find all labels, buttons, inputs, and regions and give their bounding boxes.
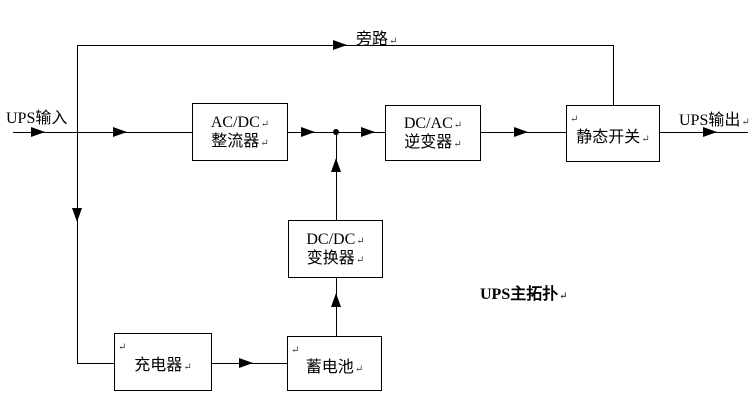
rectifier-label-line2: 整流器: [211, 133, 260, 150]
inverter-label-line2: 逆变器: [404, 134, 453, 151]
return-mark-icon: ↵: [389, 36, 398, 47]
static-switch-label: 静态开关: [576, 128, 641, 146]
rectifier-block: AC/DC↵ 整流器↵: [192, 103, 288, 161]
arrowhead-right-icon: [333, 40, 347, 50]
return-mark-icon: ↵: [741, 117, 750, 128]
arrowhead-up-icon: [331, 293, 341, 307]
arrowhead-right-icon: [301, 127, 315, 137]
input-line: [13, 132, 192, 133]
bypass-text: 旁路: [356, 31, 389, 48]
battery-label: 蓄电池: [305, 358, 354, 376]
diagram-title: UPS主拓扑↵: [480, 280, 568, 304]
arrowhead-right-icon: [31, 127, 45, 137]
inverter-label-line1: DC/AC: [403, 115, 453, 132]
input-branch-vertical-line: [77, 45, 78, 363]
arrowhead-right-icon: [361, 127, 375, 137]
dcdc-to-junction-line: [336, 132, 337, 220]
branch-to-charger-line: [77, 363, 115, 364]
arrowhead-right-icon: [514, 127, 528, 137]
return-mark-icon: ↵: [260, 138, 269, 149]
return-mark-icon: ↵: [291, 345, 300, 356]
return-mark-icon: ↵: [559, 291, 568, 302]
arrowhead-right-icon: [703, 127, 717, 137]
charger-block: ↵ 充电器↵: [114, 333, 212, 391]
return-mark-icon: ↵: [354, 363, 364, 375]
dcdc-label-line1: DC/DC: [306, 231, 356, 248]
return-mark-icon: ↵: [356, 236, 365, 247]
ups-input-text: UPS输入: [6, 110, 68, 127]
return-mark-icon: ↵: [453, 120, 463, 131]
battery-to-dcdc-line: [336, 278, 337, 336]
arrowhead-right-icon: [239, 358, 253, 368]
return-mark-icon: ↵: [641, 133, 650, 145]
ups-input-label: UPS输入: [6, 104, 67, 128]
bypass-vertical-line: [613, 45, 614, 105]
dcdc-label-line2: 变换器: [306, 250, 355, 267]
return-mark-icon: ↵: [570, 114, 579, 125]
ups-output-text: UPS输出: [679, 112, 741, 129]
inverter-block: DC/AC↵ 逆变器↵: [385, 105, 481, 161]
bypass-label: 旁路↵: [356, 25, 397, 49]
dcdc-converter-block: DC/DC↵ 变换器↵: [288, 220, 383, 278]
arrowhead-up-icon: [331, 158, 341, 172]
diagram-title-text: UPS主拓扑: [480, 286, 559, 303]
return-mark-icon: ↵: [453, 139, 462, 150]
arrowhead-right-icon: [113, 127, 127, 137]
rectifier-label-line1: AC/DC: [210, 114, 260, 131]
junction-dot-icon: [333, 129, 339, 135]
return-mark-icon: ↵: [183, 362, 192, 373]
arrowhead-down-icon: [72, 208, 82, 222]
charger-label: 充电器: [134, 357, 183, 374]
return-mark-icon: ↵: [260, 119, 270, 130]
return-mark-icon: ↵: [355, 255, 365, 266]
battery-block: ↵ 蓄电池↵: [287, 336, 382, 391]
static-switch-block: ↵ 静态开关↵: [566, 105, 660, 162]
return-mark-icon: ↵: [118, 342, 127, 353]
ups-output-label: UPS输出↵: [679, 106, 750, 130]
